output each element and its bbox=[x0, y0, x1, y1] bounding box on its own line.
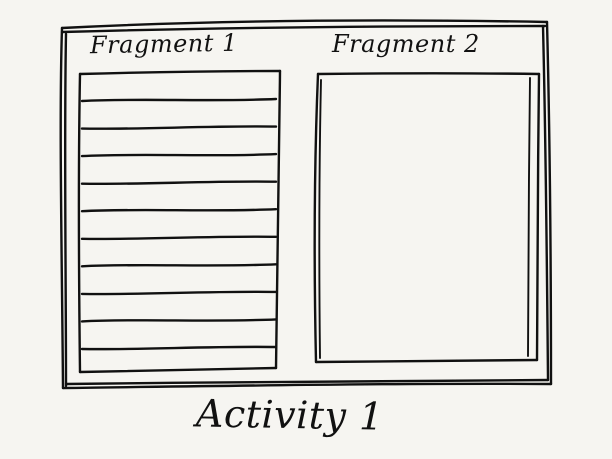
fragment-2-box bbox=[313, 72, 541, 364]
fragment-1-list-line bbox=[80, 290, 278, 296]
fragment-1-list-line bbox=[80, 125, 278, 130]
activity-label: Activity 1 bbox=[195, 391, 385, 439]
fragment-1-label: Fragment 1 bbox=[89, 28, 238, 60]
activity-frame bbox=[59, 19, 553, 390]
fragment-1-list-line bbox=[80, 208, 278, 213]
fragment-1-list-line bbox=[80, 235, 278, 241]
fragment-1-list-line bbox=[80, 318, 278, 323]
fragment-1-list-line bbox=[80, 345, 278, 351]
fragment-1-list-line bbox=[80, 97, 278, 103]
fragment-1-list-line bbox=[80, 152, 278, 158]
fragment-1-list bbox=[80, 97, 278, 351]
fragment-1-list-line bbox=[80, 263, 278, 268]
fragment-2-label: Fragment 2 bbox=[332, 30, 480, 58]
fragment-1-box bbox=[77, 69, 282, 374]
fragment-1-list-line bbox=[80, 180, 278, 186]
